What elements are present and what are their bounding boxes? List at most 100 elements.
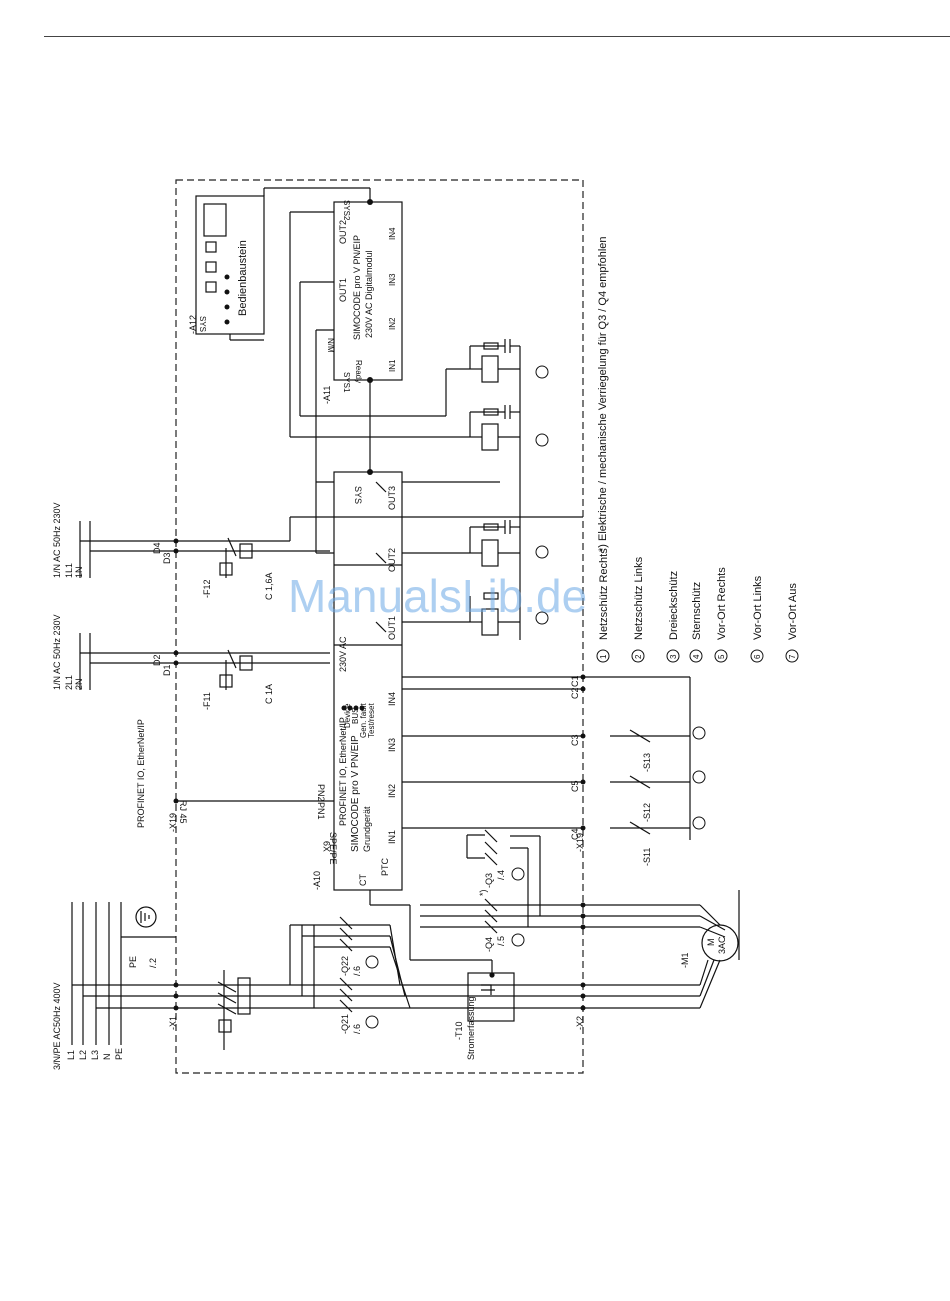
supply-pe: PE xyxy=(114,1048,124,1060)
terminal-x19-a: -X19 xyxy=(168,813,178,832)
basic-unit-line1: PROFINET IO, EtherNet/IP xyxy=(338,717,348,826)
top-rule xyxy=(44,36,950,37)
basic-unit-outputs xyxy=(315,330,500,633)
supply-n: N xyxy=(102,1054,112,1061)
device-f11: -F11 xyxy=(202,692,212,710)
device-q22-ref: /.6 xyxy=(352,966,362,976)
footnote: *) Elektrische / mechanische Verriegelun… xyxy=(597,237,609,553)
terminal-x9: X9 xyxy=(322,841,332,852)
device-q21-ref: /.6 xyxy=(352,1024,362,1034)
basic-unit-line2: SIMOCODE pro V PN/EIP xyxy=(350,735,361,852)
device-q3-ref: /.4 xyxy=(496,870,506,880)
operator-panel-labels: Bedienbaustein SYS xyxy=(198,240,249,332)
motor-3ac-label: 3AC xyxy=(717,936,727,954)
legend-num-1: 1 xyxy=(599,654,608,659)
watermark: ManualsLib.de xyxy=(288,570,587,622)
ctrl-supply-1-l1: 2L1 xyxy=(64,675,74,690)
device-a11: -A11 xyxy=(322,386,332,404)
ref-circles xyxy=(365,365,706,1029)
device-a12: -A12 xyxy=(188,315,198,334)
digital-module-line2: 230V AC Digitalmodul xyxy=(364,250,374,338)
device-f12-rating: C 1,6A xyxy=(264,572,274,600)
main-breaker xyxy=(217,970,251,1050)
leds xyxy=(224,199,373,711)
ctrl-supply-2-l1: 1L1 xyxy=(64,563,74,578)
digital-module-box xyxy=(289,201,470,438)
motor xyxy=(701,890,740,962)
device-q4-ref: /.5 xyxy=(496,936,506,946)
supply-main-label: 3/N/PE AC50Hz 400V xyxy=(52,982,62,1070)
terminal-c3: C3 xyxy=(570,734,580,746)
profinet-label: PROFINET IO, EtherNet/IP xyxy=(136,719,146,828)
main-supply-lines xyxy=(71,902,726,1045)
terminal-x2: -X2 xyxy=(575,1016,585,1030)
digital-module-in4: IN4 xyxy=(388,227,397,240)
legend-text-2: Netzschütz Links xyxy=(633,556,645,640)
coils xyxy=(469,339,521,640)
legend-num-4: 4 xyxy=(692,654,701,659)
ctrl-supply-2-n: 1N xyxy=(74,566,84,578)
device-a10: -A10 xyxy=(312,871,322,890)
basic-unit-pn1: PN1 xyxy=(316,802,326,820)
contactor-q22-power xyxy=(339,916,353,952)
terminal-d4: D4 xyxy=(152,542,162,554)
digital-module-labels: SIMOCODE pro V PN/EIP 230V AC Digitalmod… xyxy=(326,200,397,393)
field-switches xyxy=(583,676,691,840)
contactor-q3-power xyxy=(466,829,541,927)
basic-unit-sys: SYS xyxy=(353,486,363,504)
device-f11-rating: C 1A xyxy=(264,684,274,704)
device-m1: -M1 xyxy=(680,953,690,969)
basic-unit-box xyxy=(176,380,583,906)
motor-m-label: M xyxy=(706,939,716,947)
ctrl-supply-1-n: 2N xyxy=(74,678,84,690)
terminal-c2: C2 xyxy=(570,687,580,699)
legend-num-3: 3 xyxy=(669,654,678,659)
digital-module-sys1: SYS1 xyxy=(342,372,351,393)
legend-num-2: 2 xyxy=(634,654,643,659)
breaker-f11 xyxy=(219,649,253,690)
digital-module-out2: OUT2 xyxy=(338,220,348,244)
ctrl-supply-1-label: 1/N AC 50Hz 230V xyxy=(52,614,62,690)
basic-unit-pn2: PN2 xyxy=(316,784,326,802)
basic-unit-led-device: Device xyxy=(343,703,352,728)
device-s12: -S12 xyxy=(642,803,652,822)
basic-unit-out2: OUT2 xyxy=(387,548,397,572)
basic-unit-voltage: 230V AC xyxy=(338,636,348,672)
basic-unit-ptc: PTC xyxy=(380,857,390,876)
current-transformer xyxy=(409,905,515,1022)
operator-panel-sys: SYS xyxy=(198,316,207,332)
legend: 1 Netzschütz Rechts 2 Netzschütz Links 3… xyxy=(596,548,799,663)
digital-module-nm: N/M xyxy=(326,338,335,353)
basic-unit-rj45: RJ 45 xyxy=(178,800,188,824)
device-s13: -S13 xyxy=(642,753,652,772)
breaker-f12 xyxy=(219,537,253,578)
device-q3: -Q3 xyxy=(484,873,494,888)
ctrl-supply-2-label: 1/N AC 50Hz 230V xyxy=(52,502,62,578)
basic-unit-out3: OUT3 xyxy=(387,486,397,510)
legend-text-3: Dreieckschütz xyxy=(668,571,680,640)
device-t10: -T10 xyxy=(454,1021,464,1040)
legend-text-4: Sternschütz xyxy=(691,582,703,640)
device-t10-label: Stromerfassung xyxy=(466,996,476,1060)
digital-module-line1: SIMOCODE pro V PN/EIP xyxy=(352,235,362,340)
legend-num-6: 6 xyxy=(753,654,762,659)
terminal-c5: C5 xyxy=(570,780,580,792)
terminal-d2: D2 xyxy=(152,654,162,666)
supply-l2: L2 xyxy=(78,1050,88,1060)
device-q4: -Q4 xyxy=(484,937,494,952)
basic-unit-led-fault: Gen. fault xyxy=(359,703,368,738)
digital-module-out1: OUT1 xyxy=(338,278,348,302)
control-supplies xyxy=(79,516,583,690)
terminal-d3: D3 xyxy=(162,552,172,564)
basic-unit-line3: Grundgerät xyxy=(362,806,372,852)
basic-unit-labels: PROFINET IO, EtherNet/IP SIMOCODE pro V … xyxy=(136,486,397,886)
digital-module-ready: Ready xyxy=(354,360,363,383)
cabinet-frame xyxy=(175,179,584,1074)
basic-unit-out1: OUT1 xyxy=(387,616,397,640)
digital-module-in3: IN3 xyxy=(388,273,397,286)
operator-panel-title: Bedienbaustein xyxy=(237,240,249,316)
terminal-x1: -X1 xyxy=(168,1016,178,1030)
legend-text-6: Vor-Ort Links xyxy=(752,575,764,640)
ground-symbol xyxy=(135,906,157,928)
